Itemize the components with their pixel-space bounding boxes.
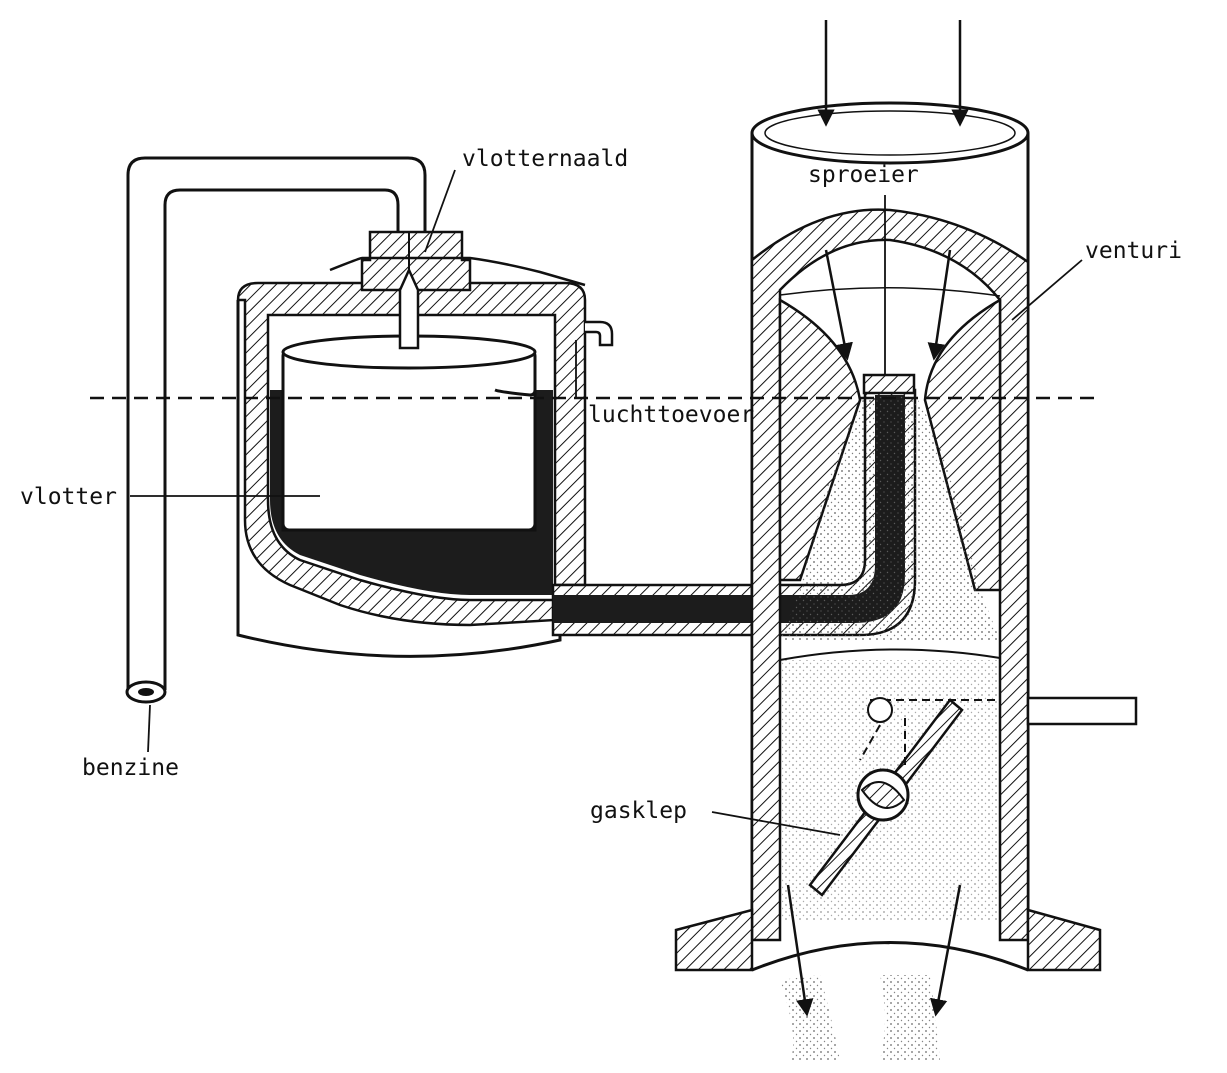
throttle-valve <box>808 697 1000 897</box>
label-luchttoevoer: luchttoevoer <box>588 402 755 428</box>
fuel-inlet-pipe <box>125 156 427 704</box>
airflow-arrows <box>786 20 969 1017</box>
label-benzine: benzine <box>82 755 179 781</box>
intake-top-opening <box>750 101 1030 165</box>
label-vlotter: vlotter <box>20 484 117 510</box>
float-needle <box>398 232 420 350</box>
float-chamber <box>236 230 614 658</box>
label-sproeier: sproeier <box>808 162 919 188</box>
label-leaders <box>130 169 1083 836</box>
fuel-in-chamber <box>270 390 553 595</box>
label-venturi: venturi <box>1085 238 1182 264</box>
float <box>281 334 537 532</box>
mixture-spray <box>780 395 1000 640</box>
label-vlotternaald: vlotternaald <box>462 146 629 172</box>
label-gasklep: gasklep <box>590 798 687 824</box>
